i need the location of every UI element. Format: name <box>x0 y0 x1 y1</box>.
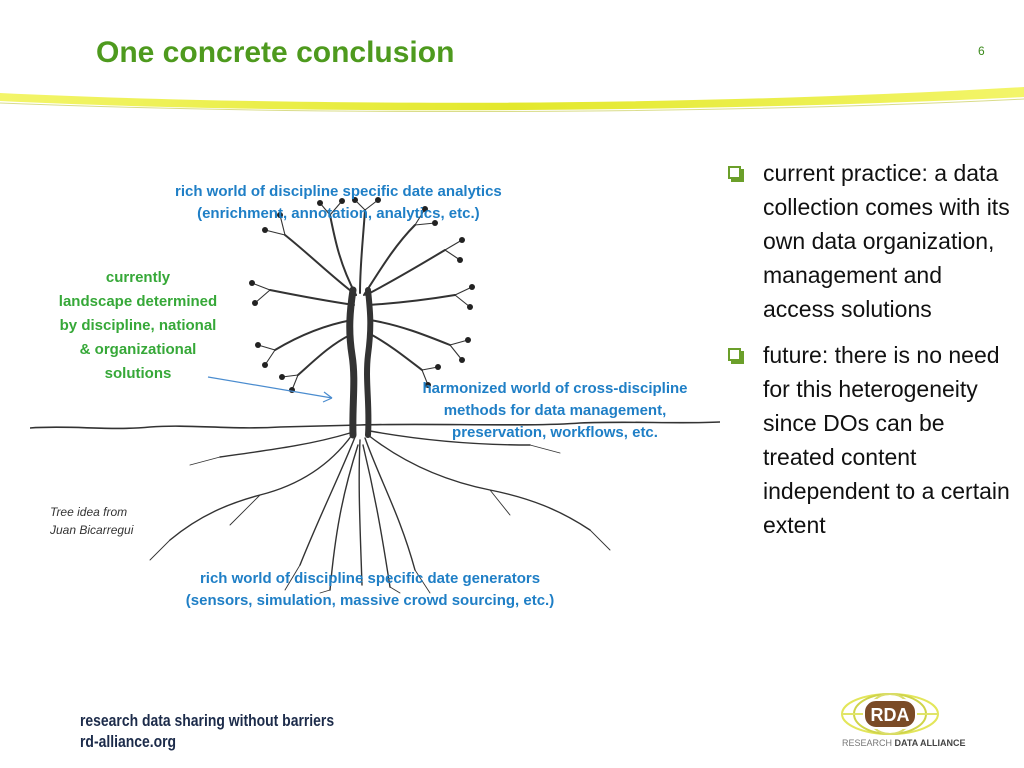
slide-title: One concrete conclusion <box>96 36 455 69</box>
tree-credit-line: Juan Bicarregui <box>50 523 134 537</box>
caption-left: currently landscape determined by discip… <box>38 266 238 386</box>
footer-url[interactable]: rd-alliance.org <box>80 732 177 751</box>
checkbox-bullet-icon <box>728 348 741 361</box>
caption-left-line: landscape determined <box>58 293 218 310</box>
bullet-text: future: there is no need for this hetero… <box>763 342 1010 538</box>
tree-credit-line: Tree idea from <box>50 505 128 519</box>
caption-left-line: currently <box>105 269 171 286</box>
bullet-text: current practice: a data collection come… <box>763 160 1010 322</box>
caption-bottom-line: (sensors, simulation, massive crowd sour… <box>185 592 555 609</box>
caption-left-line: solutions <box>104 365 172 382</box>
rda-caption-light: RESEARCH <box>842 738 893 748</box>
caption-middle-line: preservation, workflows, etc. <box>452 424 658 441</box>
footer-slogan: research data sharing without barriers <box>80 711 335 730</box>
caption-middle: harmonized world of cross-discipline met… <box>394 378 716 444</box>
bullet-item: current practice: a data collection come… <box>728 156 1014 326</box>
footer-brand: research data sharing without barriers r… <box>80 710 334 752</box>
caption-middle-line: methods for data management, <box>443 402 667 419</box>
caption-bottom-line: rich world of discipline specific date g… <box>199 570 541 587</box>
caption-left-line: & organizational <box>79 341 197 358</box>
tree-illustration <box>30 197 720 594</box>
page-number: 6 <box>978 44 985 58</box>
caption-top-line: rich world of discipline specific date a… <box>175 183 502 200</box>
checkbox-bullet-icon <box>728 166 741 179</box>
rda-logo-caption: RESEARCH DATA ALLIANCE <box>842 738 966 748</box>
caption-top-line: (enrichment, annotation, analytics, etc.… <box>197 205 480 222</box>
caption-middle-line: harmonized world of cross-discipline <box>422 380 688 397</box>
rda-caption-bold: DATA ALLIANCE <box>894 738 966 748</box>
caption-bottom: rich world of discipline specific date g… <box>148 568 592 612</box>
tree-credit: Tree idea from Juan Bicarregui <box>50 503 133 539</box>
header-swoosh <box>0 87 1024 113</box>
bullet-item: future: there is no need for this hetero… <box>728 338 1014 542</box>
rda-logo-text: RDA <box>871 705 910 725</box>
rda-logo: RDA <box>841 693 939 735</box>
caption-top: rich world of discipline specific date a… <box>175 181 502 225</box>
caption-left-line: by discipline, national <box>59 317 217 334</box>
bullet-list: current practice: a data collection come… <box>728 156 1014 554</box>
